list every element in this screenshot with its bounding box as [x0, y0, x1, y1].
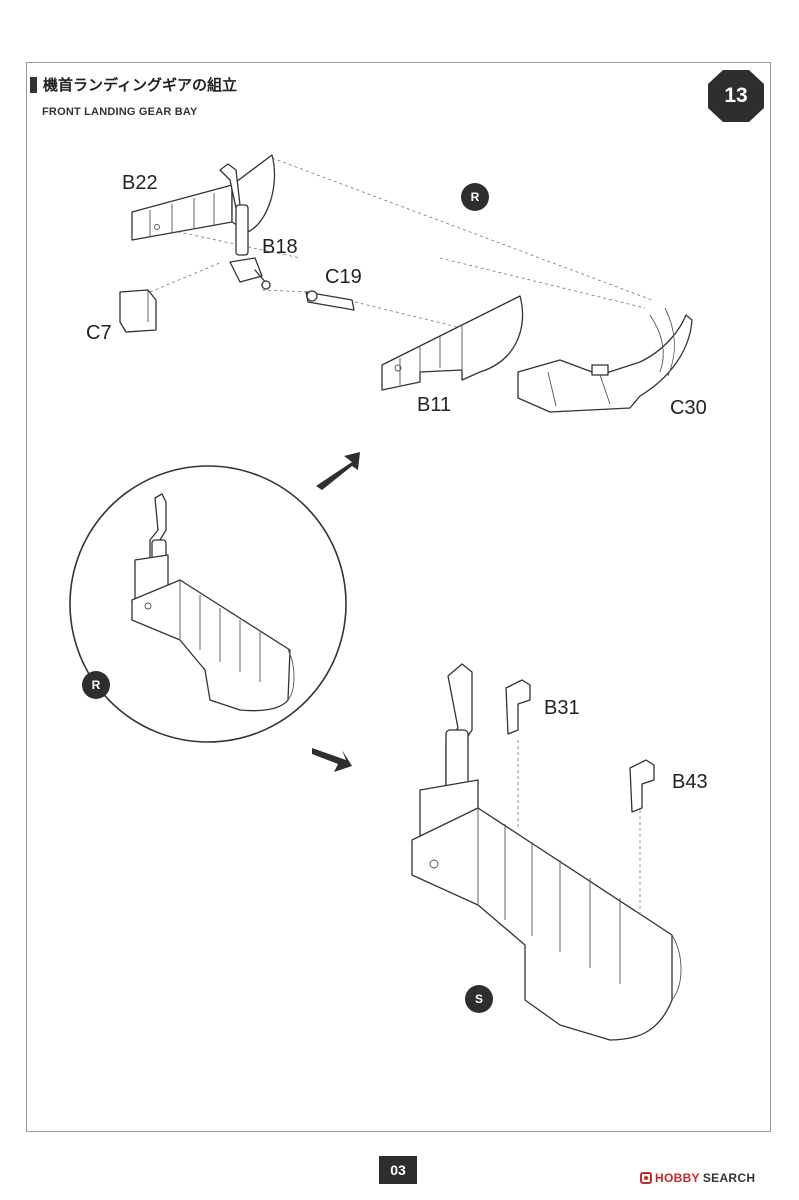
marker-r-top: R	[461, 183, 489, 211]
label-b18: B18	[262, 236, 298, 258]
watermark-brand: HOBBY	[655, 1171, 700, 1185]
marker-r-detail: R	[82, 671, 110, 699]
detail-view-circle	[69, 465, 347, 743]
part-b18-shape	[219, 163, 271, 290]
title-bar	[30, 77, 37, 93]
part-b22-shape	[131, 154, 276, 241]
label-c7: C7	[86, 322, 112, 344]
bottom-assembly	[411, 663, 682, 1041]
label-b31: B31	[544, 697, 580, 719]
step-number: 13	[724, 84, 748, 107]
page-number: 03	[379, 1156, 417, 1184]
part-b11-shape	[381, 295, 524, 391]
part-c19-shape	[305, 290, 355, 311]
label-b43: B43	[672, 771, 708, 793]
label-c30: C30	[670, 397, 707, 419]
section-title-en: FRONT LANDING GEAR BAY	[42, 106, 198, 118]
label-b22: B22	[122, 172, 158, 194]
part-c7-shape	[119, 289, 157, 333]
arrow-down-left-icon	[316, 452, 360, 490]
page-frame	[26, 62, 771, 1132]
marker-s-bottom: S	[465, 985, 493, 1013]
part-c30-shape	[517, 307, 693, 413]
arrow-down-right-icon	[312, 748, 352, 772]
watermark-search: SEARCH	[702, 1171, 756, 1185]
label-b11: B11	[417, 394, 452, 416]
section-title-jp: 機首ランディングギアの組立	[43, 76, 237, 94]
watermark-logo: HOBBY SEARCH	[640, 1171, 755, 1185]
hobby-search-icon	[640, 1172, 652, 1184]
detail-view-assembly	[131, 493, 295, 712]
label-c19: C19	[325, 266, 362, 288]
step-badge-octagon	[708, 70, 764, 122]
